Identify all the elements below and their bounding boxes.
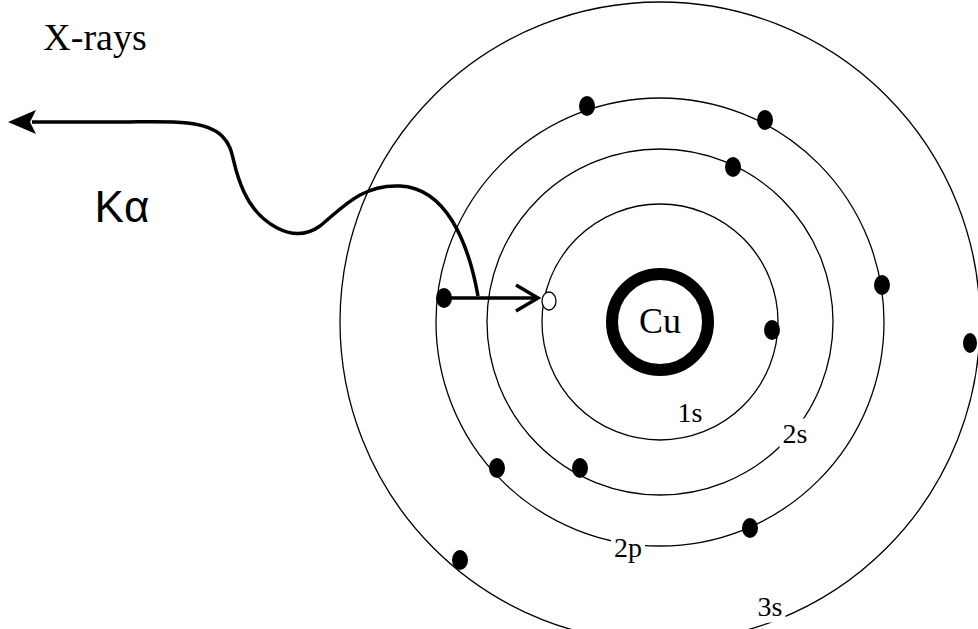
electron (572, 458, 588, 478)
xray-wave (32, 122, 478, 296)
line-label: Kα (92, 183, 153, 231)
shell-orbit (436, 98, 884, 546)
transition-arrowhead (516, 285, 538, 311)
shell-orbit (487, 149, 833, 495)
electron (489, 458, 505, 478)
electron-hole (542, 292, 556, 310)
electron (579, 96, 595, 116)
electron (874, 275, 890, 295)
electron (764, 320, 780, 340)
shell-label: 3s (755, 592, 786, 623)
element-symbol: Cu (639, 302, 681, 342)
shell-label: 2s (780, 419, 811, 450)
electron (725, 157, 741, 177)
shell-orbit (340, 2, 978, 629)
nucleus-ring (612, 274, 708, 370)
radiation-label: X-rays (40, 17, 149, 59)
xray-arrowhead (8, 110, 36, 134)
electron (742, 518, 758, 538)
shell-label: 2p (611, 533, 645, 564)
nucleus: Cu (600, 262, 720, 382)
electron (963, 333, 977, 353)
electron (757, 110, 773, 130)
shell-label: 1s (675, 398, 706, 429)
transition-arrow (444, 296, 536, 300)
shell-orbit (542, 204, 778, 440)
electron (452, 550, 468, 570)
